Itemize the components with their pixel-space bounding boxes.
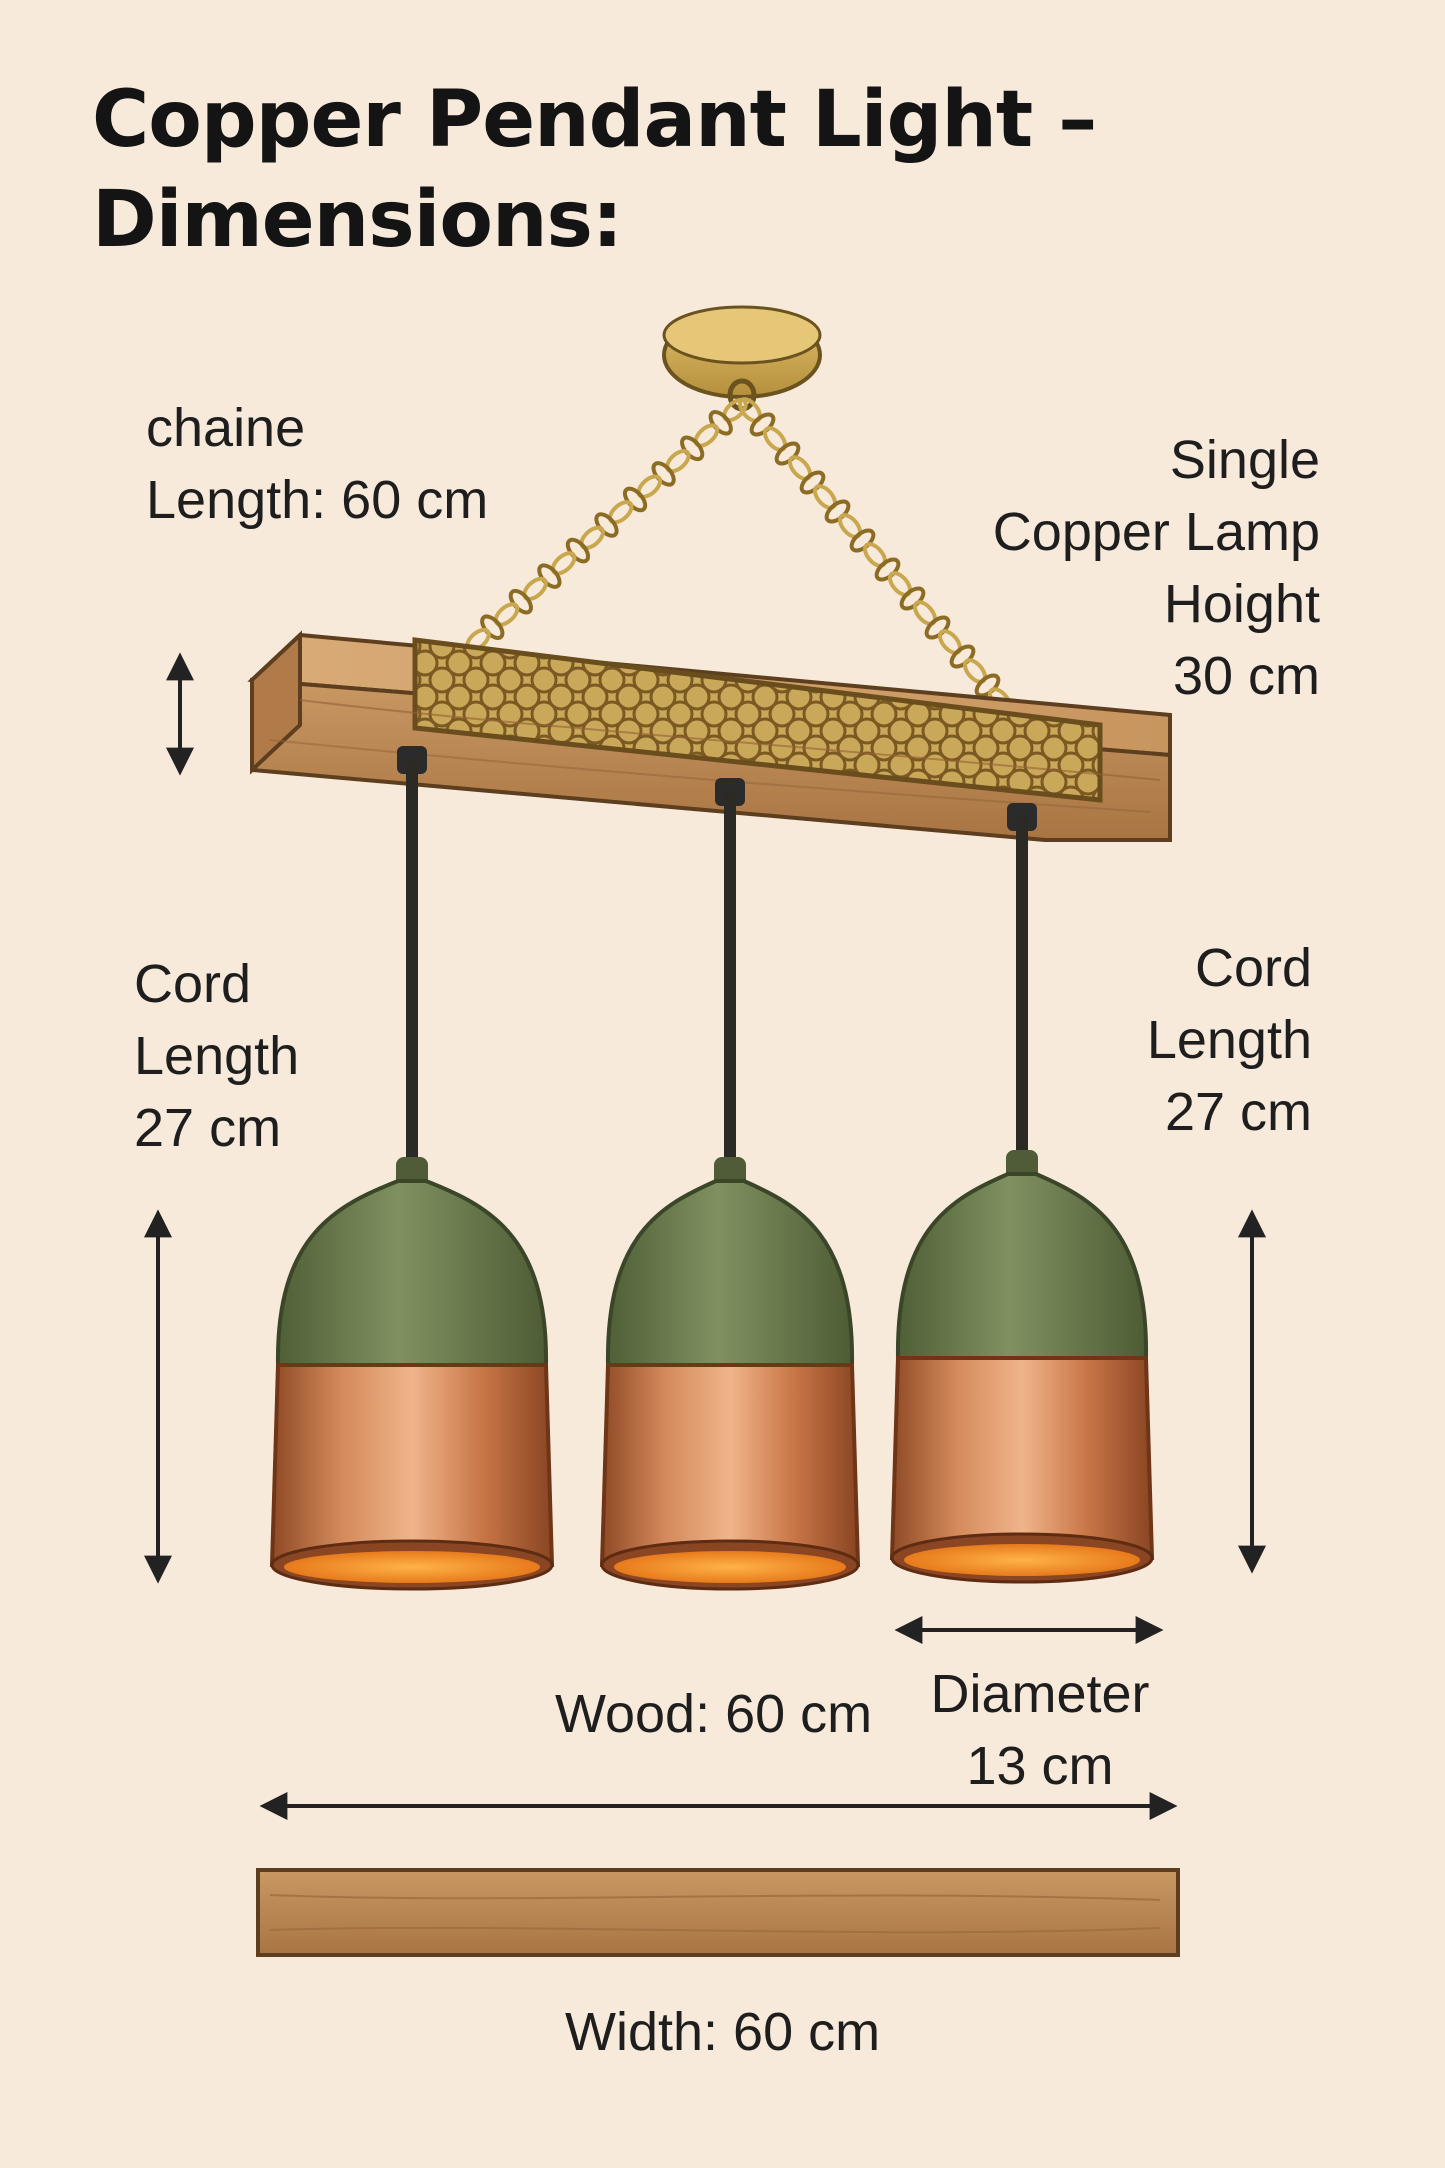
chain-right xyxy=(737,397,1013,713)
lamp-height-label: Single Copper Lamp Hoight 30 cm xyxy=(992,430,1320,706)
lamp-left xyxy=(269,746,555,1591)
title-line-2: Dimensions: xyxy=(92,175,623,265)
width-label: Width: 60 cm xyxy=(565,2002,881,2062)
chain-length-label: chaine Length: 60 cm xyxy=(146,398,489,530)
chain-left xyxy=(465,397,748,653)
lamp-right xyxy=(889,803,1155,1584)
copper-lamps xyxy=(269,746,1155,1591)
diameter-label: Diameter 13 cm xyxy=(930,1664,1150,1796)
lamp-center xyxy=(599,778,861,1591)
page-title: Copper Pendant Light – Dimensions: xyxy=(92,70,1292,270)
wood-length-label: Wood: 60 cm xyxy=(555,1684,873,1744)
cord-length-left-label: Cord Length 27 cm xyxy=(134,954,300,1158)
chain xyxy=(465,397,1013,713)
wood-beam xyxy=(247,630,1172,842)
ceiling-canopy xyxy=(662,305,822,412)
title-line-1: Copper Pendant Light – xyxy=(92,75,1097,165)
wood-plank xyxy=(256,1868,1180,1957)
cord-length-right-label: Cord Length 27 cm xyxy=(1146,938,1312,1142)
